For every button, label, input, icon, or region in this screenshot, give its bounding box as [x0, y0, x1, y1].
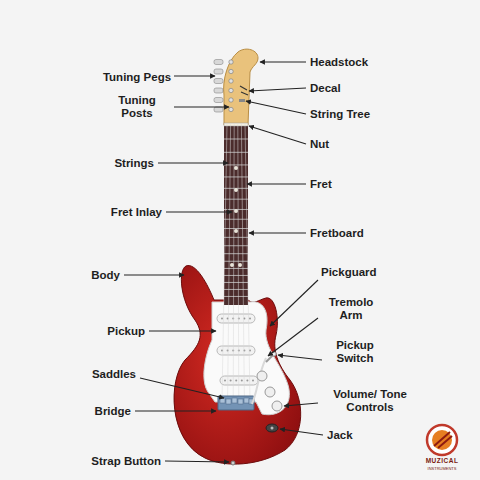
- part-label: Pickguard: [321, 266, 377, 279]
- string-tree: [239, 99, 245, 102]
- guitar-string: [241, 124, 244, 400]
- part-label: Strap Button: [91, 455, 161, 468]
- logo-text: INSTRUMENTS: [412, 467, 472, 471]
- part-label: String Tree: [310, 108, 370, 121]
- fret-wire: [224, 289, 248, 290]
- pole-piece: [252, 380, 254, 382]
- pole-piece: [224, 380, 226, 382]
- part-label: Fret Inlay: [111, 206, 162, 219]
- tuning-post: [229, 60, 233, 64]
- tuning-peg: [214, 79, 223, 84]
- pole-piece: [232, 318, 234, 320]
- part-label: Fretboard: [310, 227, 364, 240]
- nut: [224, 123, 248, 126]
- strap-button: [231, 461, 235, 465]
- pole-piece: [238, 318, 240, 320]
- fret-wire: [224, 245, 248, 246]
- part-label: Decal: [310, 82, 341, 95]
- tuning-peg: [214, 107, 223, 112]
- fret-wire: [224, 253, 248, 254]
- output-jack: [266, 424, 278, 432]
- guitar-string: [222, 124, 227, 400]
- tuning-peg: [214, 98, 223, 103]
- fret-wire: [224, 268, 248, 269]
- leader-lines: [124, 62, 323, 462]
- pickup: [220, 376, 258, 385]
- fret-wire: [224, 237, 248, 238]
- logo-text: MUZICAL: [412, 457, 472, 464]
- saddles: [220, 398, 253, 404]
- fret-wire: [224, 282, 248, 283]
- headstock: [224, 49, 258, 125]
- tuning-post: [229, 79, 233, 83]
- fret-wire: [224, 296, 248, 297]
- part-label: Tremolo Arm: [320, 296, 382, 321]
- tuning-peg: [214, 60, 223, 65]
- fret-wire: [224, 219, 248, 220]
- fret-wire: [224, 228, 248, 229]
- fret-wire: [224, 152, 248, 153]
- part-label: Fret: [310, 178, 332, 191]
- guitar-string: [245, 124, 250, 400]
- fret-inlays: [230, 166, 242, 267]
- logo-mark: [427, 425, 457, 455]
- tuning-peg: [214, 69, 223, 74]
- fret-wire: [224, 139, 248, 140]
- pole-piece: [221, 318, 223, 320]
- part-label: Strings: [114, 157, 154, 170]
- fret-wire: [224, 275, 248, 276]
- fret-wire: [224, 164, 248, 165]
- pole-piece: [230, 380, 232, 382]
- pole-piece: [246, 380, 248, 382]
- part-label: Body: [91, 269, 120, 282]
- tuning-post: [229, 107, 233, 111]
- fret-wire: [224, 261, 248, 262]
- part-label: Tuning Pegs: [102, 71, 172, 84]
- part-label: Volume/ Tone Controls: [322, 388, 418, 413]
- tone-knob: [265, 387, 275, 397]
- pickup: [217, 314, 255, 323]
- decal: [240, 86, 248, 95]
- fret-wire: [224, 199, 248, 200]
- pole-piece: [235, 380, 237, 382]
- part-label: Bridge: [95, 405, 131, 418]
- part-label: Headstock: [310, 56, 368, 69]
- tone-knob: [272, 401, 282, 411]
- tuning-peg: [214, 88, 223, 93]
- pickguard: [204, 302, 290, 415]
- pole-piece: [249, 318, 251, 320]
- tremolo-arm: [252, 358, 266, 404]
- part-label: Pickup: [107, 325, 145, 338]
- guitar-string: [238, 124, 239, 400]
- part-label: Saddles: [92, 368, 136, 381]
- part-label: Pickup Switch: [324, 339, 386, 364]
- fretboard: [224, 125, 248, 305]
- tuning-post: [229, 69, 233, 73]
- guitar-string: [228, 124, 231, 400]
- tuning-post: [229, 88, 233, 92]
- fret-wire: [224, 176, 248, 177]
- tuning-post: [229, 98, 233, 102]
- guitar-string: [233, 124, 234, 400]
- part-label: Tuning Posts: [102, 94, 172, 119]
- part-label: Nut: [310, 138, 329, 151]
- pole-piece: [241, 380, 243, 382]
- part-label: Jack: [327, 429, 353, 442]
- volume-knob: [257, 371, 267, 381]
